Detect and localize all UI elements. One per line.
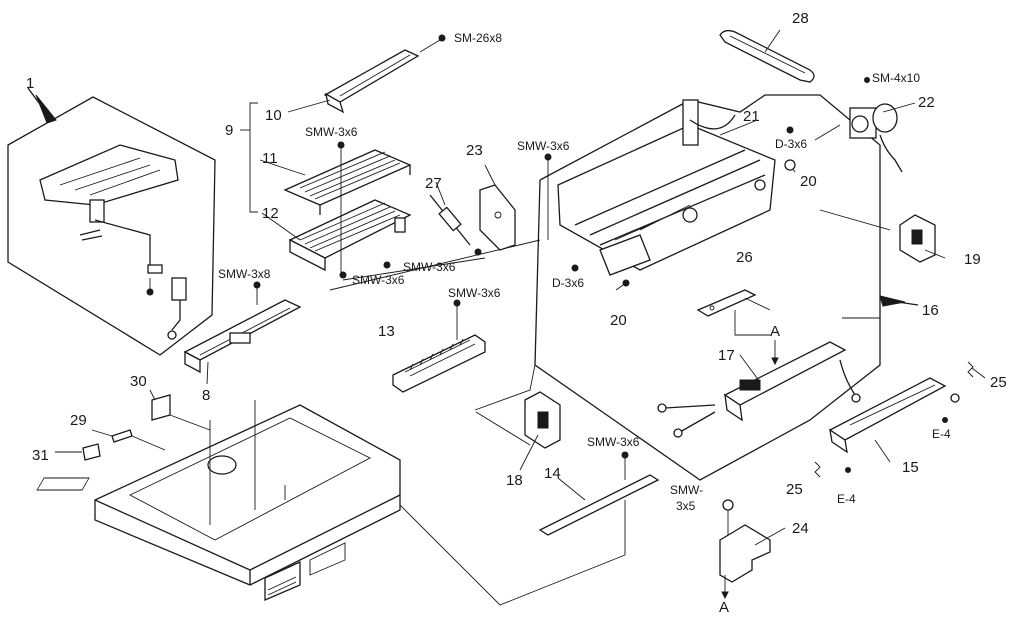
- callout-A-bottom: A: [719, 599, 729, 616]
- label-smw-3x6-mid: SMW-3x6: [352, 273, 405, 287]
- callout-16: 16: [922, 302, 939, 319]
- callout-28: 28: [792, 10, 809, 27]
- parts-29-30-31: [82, 394, 211, 461]
- part-1-paper-guide: [39, 144, 187, 340]
- callout-15: 15: [902, 459, 919, 476]
- callout-20a: 20: [800, 173, 817, 190]
- label-d-3x6-bottom: D-3x6: [552, 276, 584, 290]
- part-13-connector: [392, 334, 486, 393]
- callout-25b: 25: [786, 481, 803, 498]
- callout-numbers: 1 8 9 10 11 12 13 14 15 16 17 18 19 20 2…: [26, 10, 1007, 616]
- part-22-motor: [849, 103, 903, 173]
- callout-18: 18: [506, 472, 523, 489]
- callout-29: 29: [70, 412, 87, 429]
- callout-30: 30: [130, 373, 147, 390]
- callout-12: 12: [262, 205, 279, 222]
- callout-14: 14: [544, 465, 561, 482]
- callout-arrows: [27, 87, 919, 307]
- label-smw-3x6-over13: SMW-3x6: [448, 286, 501, 300]
- part-24-bracket: [719, 499, 771, 600]
- part-14-bar: [538, 451, 660, 536]
- part-28-belt: [719, 29, 815, 83]
- part-17-sensor-board: [657, 340, 861, 438]
- label-smw-3x8: SMW-3x8: [218, 267, 271, 281]
- part-23-bracket: [479, 184, 516, 251]
- callout-24: 24: [792, 520, 809, 537]
- callout-22: 22: [918, 94, 935, 111]
- callout-17: 17: [718, 347, 735, 364]
- screw-heads: [571, 77, 870, 287]
- callout-19: 19: [964, 251, 981, 268]
- part-27-shaft: [429, 194, 471, 246]
- label-sm-26x8: SM-26x8: [454, 31, 502, 45]
- label-smw-3x5-line2: 3x5: [676, 499, 696, 513]
- part-15-right-rail: [814, 361, 974, 478]
- callout-20b: 20: [610, 312, 627, 329]
- label-smw-3x6-top: SMW-3x6: [305, 125, 358, 139]
- callout-10: 10: [265, 107, 282, 124]
- label-d-3x6-top: D-3x6: [775, 137, 807, 151]
- label-smw-3x5-line1: SMW-: [670, 483, 703, 497]
- callout-9: 9: [225, 122, 233, 139]
- callout-23: 23: [466, 142, 483, 159]
- callout-25a: 25: [990, 374, 1007, 391]
- leader-lines: [55, 29, 986, 546]
- callout-26: 26: [736, 249, 753, 266]
- label-smw-3x6-right: SMW-3x6: [517, 139, 570, 153]
- callout-11: 11: [262, 150, 278, 167]
- base-housing: [36, 400, 401, 601]
- label-smw-3x6-bottom: SMW-3x6: [587, 435, 640, 449]
- label-e-4-a: E-4: [932, 427, 951, 441]
- screw-column-left: [253, 141, 552, 340]
- label-sm-4x10: SM-4x10: [872, 71, 920, 85]
- fastener-labels: SM-26x8 SMW-3x6 SMW-3x6 SMW-3x6 SMW-3x6 …: [218, 31, 951, 513]
- part-18-clip: [524, 391, 561, 449]
- callout-21: 21: [743, 108, 760, 125]
- label-e-4-b: E-4: [837, 492, 856, 506]
- part-21-frame: [557, 99, 776, 276]
- callout-13: 13: [378, 323, 395, 340]
- part-12-tray: [288, 199, 412, 272]
- part-10-rail: [323, 34, 446, 114]
- guide-lines: [7, 94, 891, 606]
- callout-8: 8: [202, 387, 210, 404]
- part-26-plate: [696, 289, 757, 317]
- callout-A-top: A: [770, 323, 780, 340]
- callout-1: 1: [26, 75, 34, 92]
- part-8-left-rail: [183, 299, 302, 374]
- label-smw-3x6-lower: SMW-3x6: [403, 260, 456, 274]
- callout-31: 31: [32, 447, 49, 464]
- callout-27: 27: [425, 175, 442, 192]
- part-11-tray: [283, 149, 412, 215]
- part-19-bracket: [899, 214, 936, 263]
